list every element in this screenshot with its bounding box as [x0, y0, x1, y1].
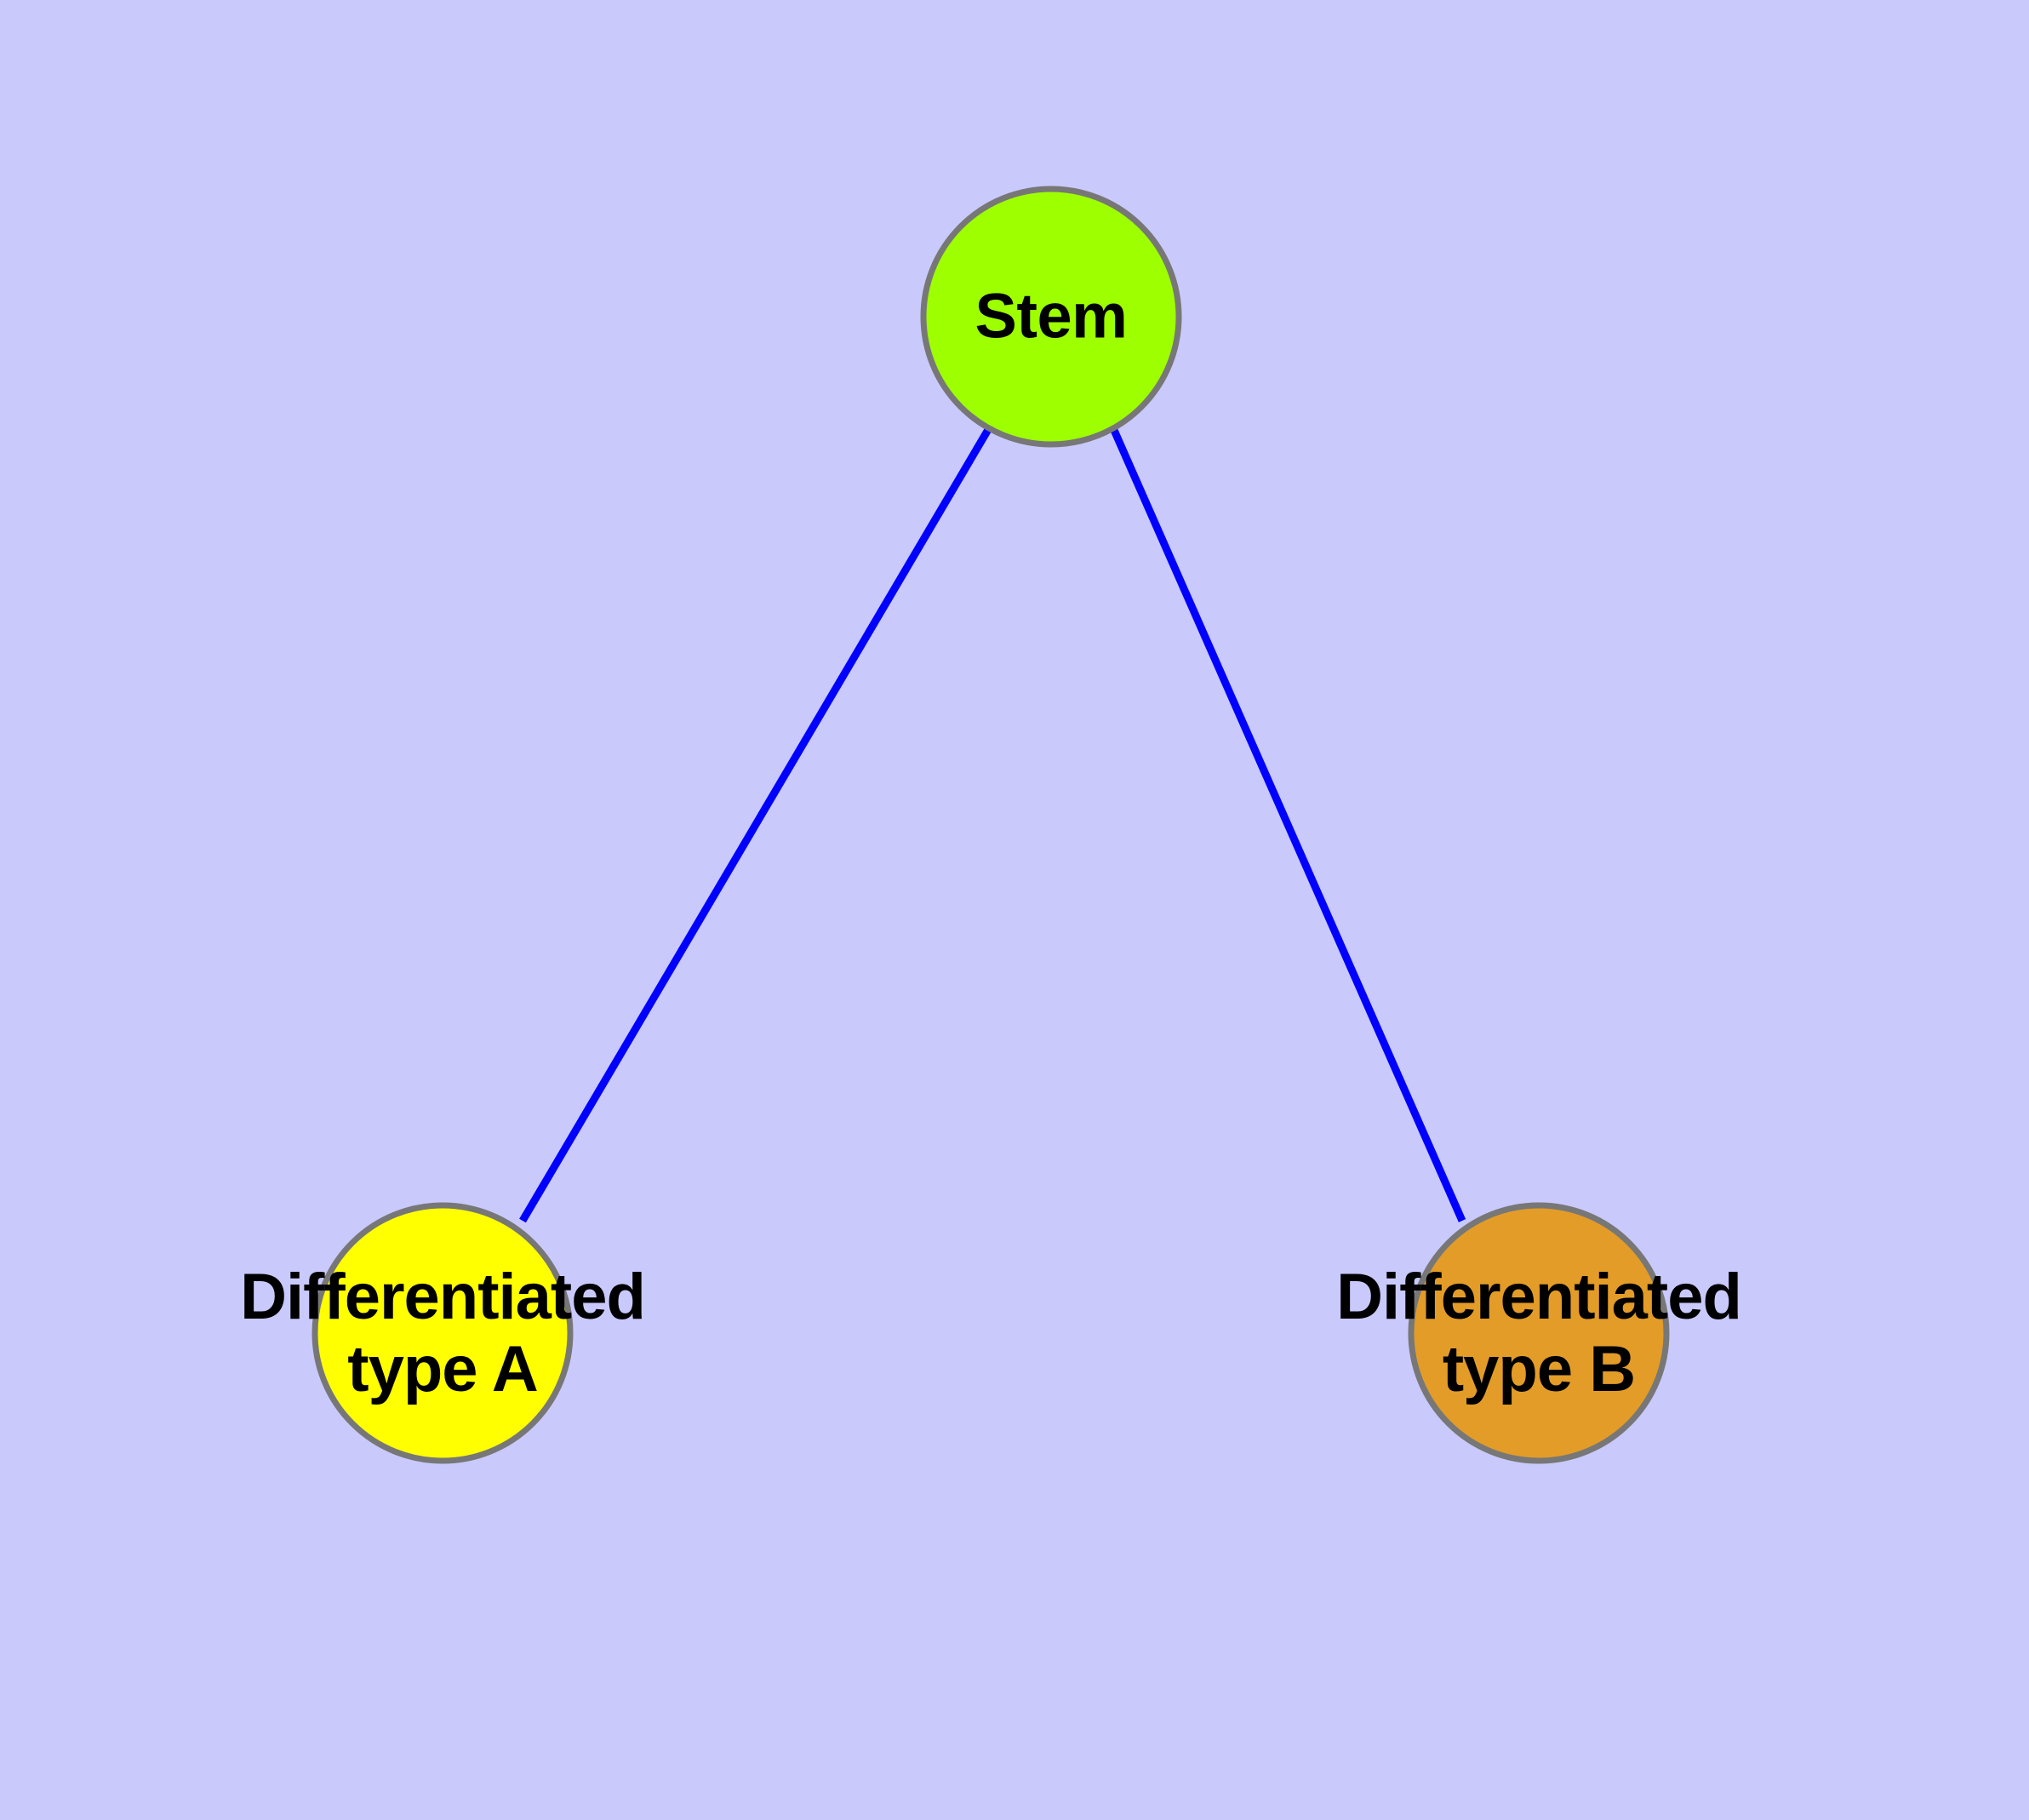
edge-stem-to-b: [1109, 426, 1466, 1222]
node-stem[interactable]: [920, 186, 1182, 448]
node-diff_a[interactable]: [311, 1202, 574, 1464]
edge-stem-to-a: [519, 426, 992, 1223]
node-layer: [311, 186, 1670, 1464]
node-diff_b[interactable]: [1408, 1202, 1670, 1464]
edge-layer: [519, 426, 1466, 1223]
